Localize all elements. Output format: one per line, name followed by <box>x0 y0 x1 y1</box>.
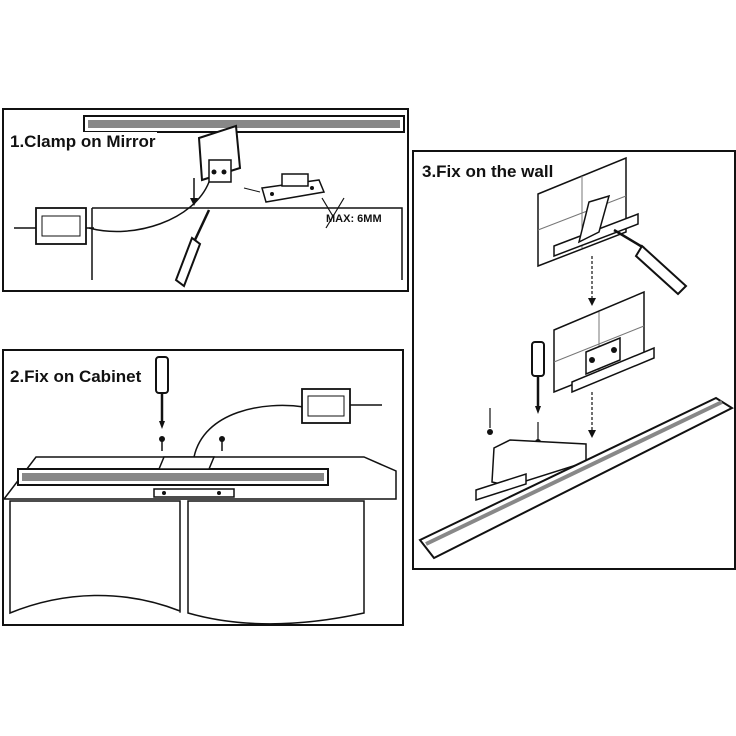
screwdriver-icon <box>613 228 688 296</box>
panel-fix-on-cabinet: 2.Fix on Cabinet <box>2 349 404 626</box>
mirror-illustration <box>14 115 405 288</box>
panel-fix-on-the-wall: 3.Fix on the wall <box>412 150 736 570</box>
wall-bracket-upper <box>553 194 639 258</box>
screwdriver-icon <box>174 209 211 288</box>
max-thickness-label: MAX: 6MM <box>326 213 382 225</box>
wall-bracket-middle <box>571 336 655 394</box>
wall-illustration <box>418 156 734 560</box>
clamp-plate <box>243 173 326 203</box>
panel-title-wall: 3.Fix on the wall <box>420 162 556 182</box>
screw-icon <box>487 408 541 445</box>
cabinet-illustration <box>4 356 397 624</box>
lamp-bar <box>17 456 329 498</box>
panel-title-cabinet: 2.Fix on Cabinet <box>8 367 144 387</box>
lamp-assembly <box>418 396 734 560</box>
driver-box <box>14 207 94 245</box>
driver-box <box>301 388 382 424</box>
wall-tiles-upper <box>537 156 627 268</box>
screwdriver-icon <box>531 341 545 414</box>
lamp-bar <box>83 115 405 133</box>
clamp-bracket <box>190 124 242 206</box>
screwdriver-icon <box>155 356 169 429</box>
power-cable <box>193 404 305 458</box>
screw-icon <box>159 436 225 451</box>
panel-title-mirror: 1.Clamp on Mirror <box>8 132 158 152</box>
cabinet-doors <box>9 500 365 624</box>
power-cable <box>88 181 210 233</box>
panel-clamp-on-mirror: 1.Clamp on Mirror MAX: 6MM <box>2 108 409 292</box>
